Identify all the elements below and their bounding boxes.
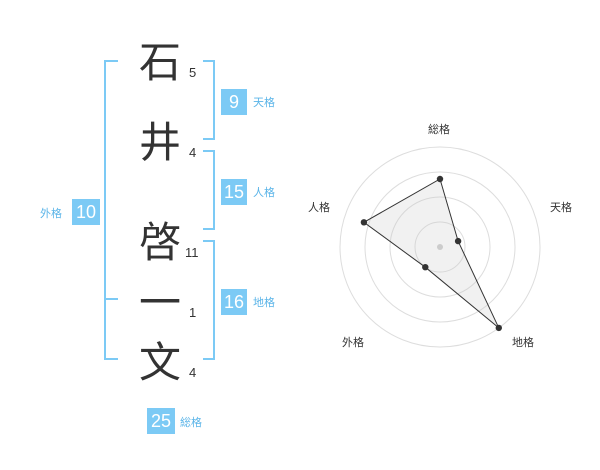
gai-bracket-top	[104, 60, 118, 62]
ten-bracket-vertical	[213, 60, 215, 140]
stroke-count-5: 4	[189, 365, 197, 380]
jin-bracket-top	[203, 150, 215, 152]
gai-bracket-vertical	[104, 60, 106, 360]
chi-bracket-top	[203, 240, 215, 242]
jin-bracket-vertical	[213, 150, 215, 230]
radar-point-2	[454, 237, 462, 245]
ten-value-badge: 9	[221, 89, 247, 115]
radar-point-1	[436, 175, 444, 183]
stroke-count-3: 11	[185, 245, 199, 260]
radar-point-3	[495, 324, 502, 332]
stroke-count-1: 5	[189, 65, 197, 80]
radar-axis-label-jin: 人格	[308, 201, 330, 214]
radar-axis-label-gai: 外格	[342, 336, 364, 349]
ten-label: 天格	[253, 96, 275, 109]
gai-bracket-bottom	[104, 358, 118, 360]
chi-bracket-bottom	[203, 358, 215, 360]
radar-grid-ring-3	[364, 171, 516, 323]
radar-grid-ring-1	[414, 221, 466, 273]
name-char-5: 文	[138, 338, 181, 387]
sou-label: 総格	[180, 416, 202, 429]
gai-bracket-mid	[104, 298, 118, 300]
radar-grid-ring-2	[389, 196, 491, 298]
jin-bracket-bottom	[203, 228, 215, 230]
chi-bracket-vertical	[213, 240, 215, 360]
gai-label: 外格	[40, 207, 62, 220]
radar-point-4	[422, 264, 429, 271]
chi-value-badge: 16	[221, 289, 247, 315]
chi-label: 地格	[253, 296, 275, 309]
radar-point-5	[360, 219, 368, 226]
name-char-4: 一	[138, 278, 181, 327]
stroke-count-2: 4	[189, 145, 197, 160]
gai-value-badge: 10	[72, 199, 100, 225]
jin-label: 人格	[253, 186, 275, 199]
stroke-count-4: 1	[189, 305, 197, 320]
radar-axis-label-sou: 総格	[428, 123, 450, 136]
radar-axis-label-chi: 地格	[512, 336, 534, 349]
name-char-2: 井	[138, 118, 181, 167]
name-char-1: 石	[138, 38, 181, 87]
radar-grid-ring-4	[339, 146, 541, 348]
ten-bracket-top	[203, 60, 215, 62]
sou-value-badge: 25	[147, 408, 175, 434]
name-char-3: 啓	[138, 218, 181, 267]
radar-series-polygon	[362, 178, 500, 329]
ten-bracket-bottom	[203, 138, 215, 140]
jin-value-badge: 15	[221, 179, 247, 205]
radar-axis-label-ten: 天格	[550, 201, 572, 214]
radar-center-dot	[437, 244, 443, 250]
